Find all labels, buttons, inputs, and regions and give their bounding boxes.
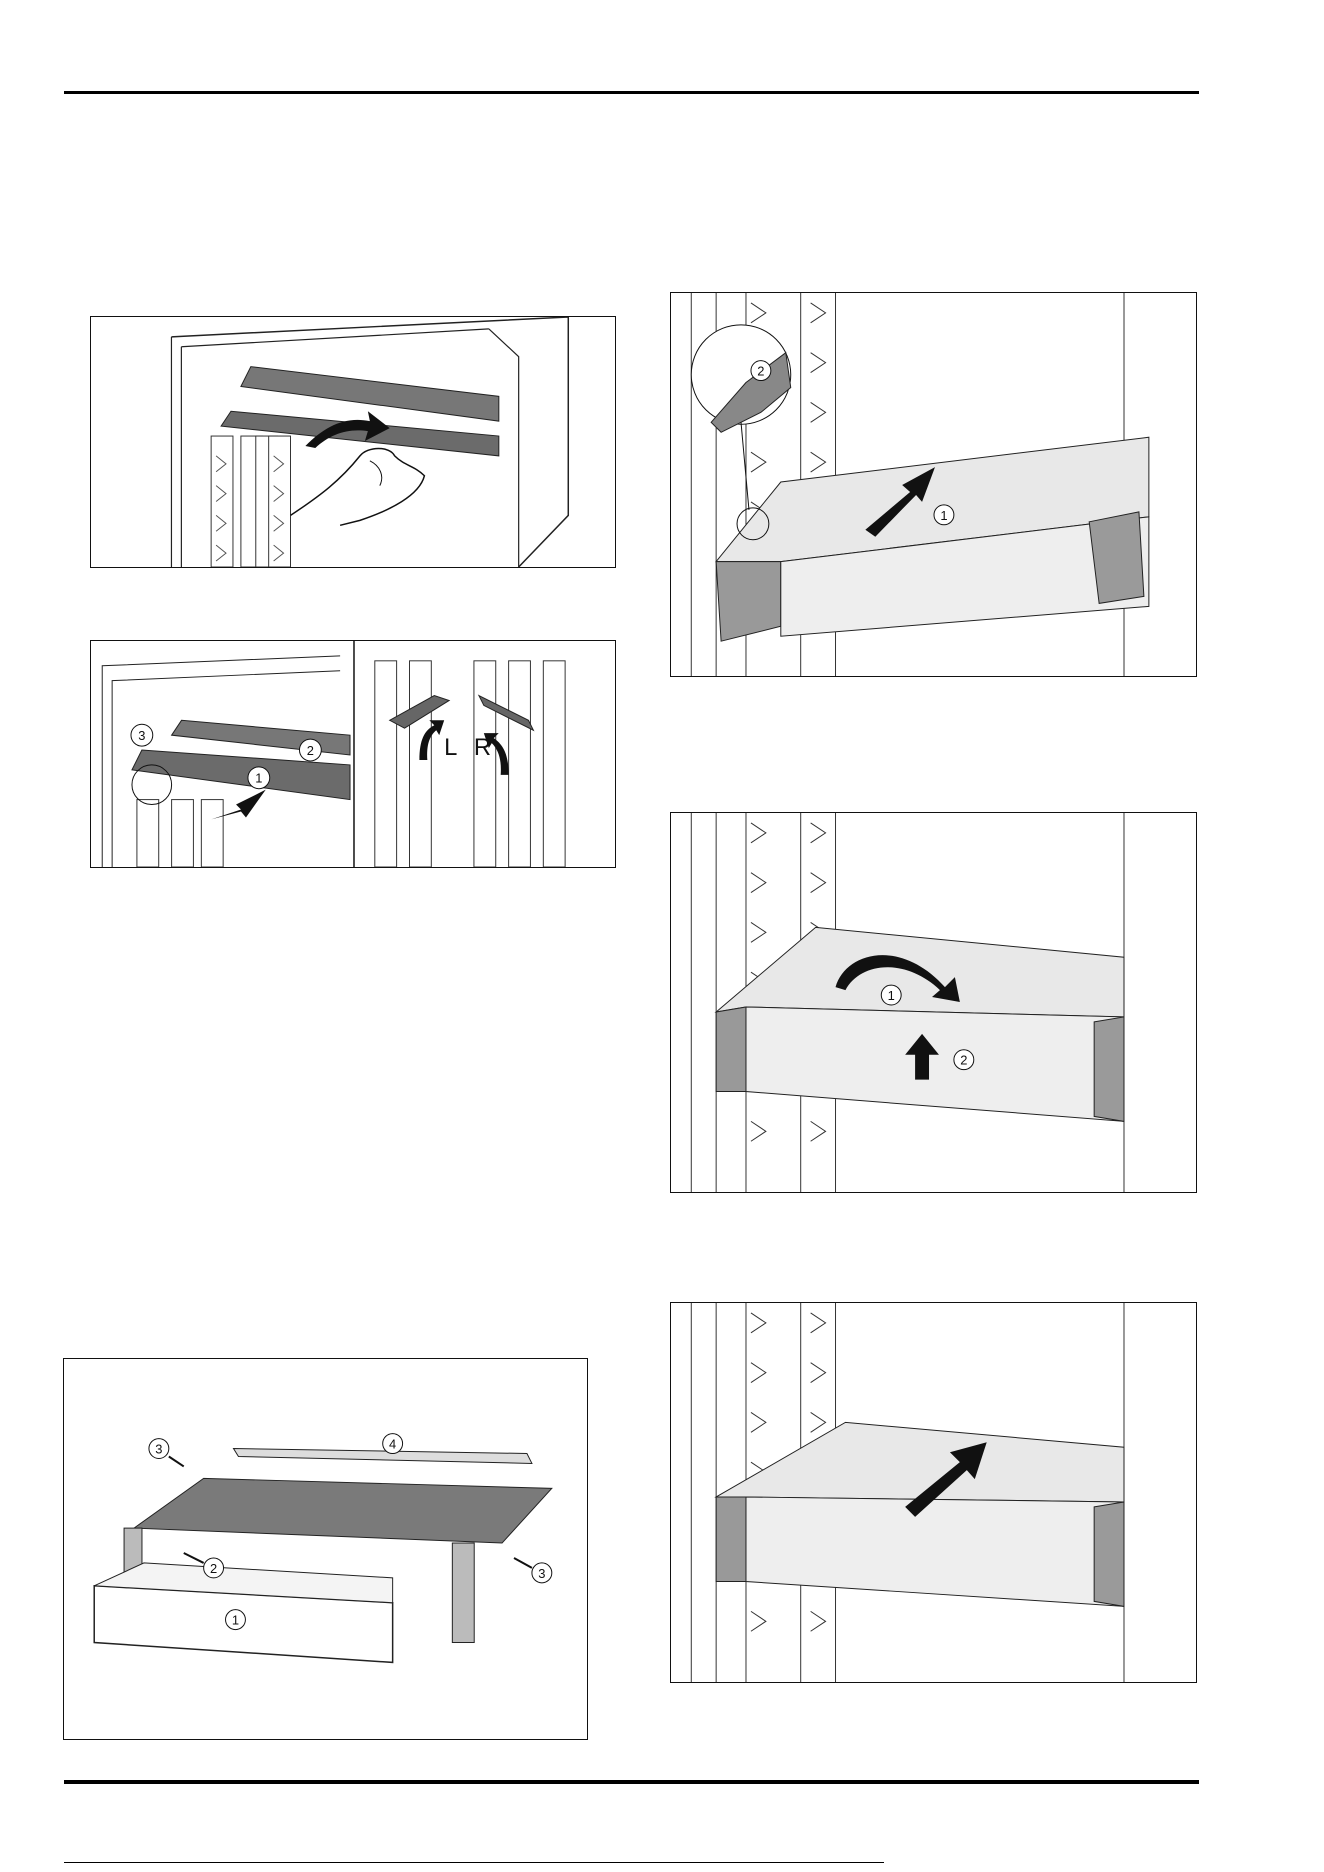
callout-2: 2 xyxy=(307,743,314,758)
callout-1: 1 xyxy=(255,771,262,786)
callout-3-right: 3 xyxy=(538,1566,545,1581)
callout-3-left: 3 xyxy=(155,1442,162,1457)
figure-drawer-parts: 3 4 2 3 1 xyxy=(63,1358,588,1740)
label-left: L xyxy=(444,734,457,761)
figure-box-push xyxy=(670,1302,1197,1683)
callout-2: 2 xyxy=(210,1561,217,1576)
figure-box-rotate: 1 2 xyxy=(670,812,1197,1193)
figure-shelf-remove: 3 2 1 L R xyxy=(90,640,616,868)
callout-4: 4 xyxy=(389,1437,396,1452)
label-right: R xyxy=(474,734,491,761)
top-rule xyxy=(64,91,1199,94)
footer-rule xyxy=(64,1862,884,1863)
hand-push-icon xyxy=(291,448,425,525)
bottom-rule xyxy=(64,1780,1199,1784)
callout-1: 1 xyxy=(232,1613,239,1628)
callout-3: 3 xyxy=(138,728,145,743)
callout-2: 2 xyxy=(960,1053,967,1068)
callout-2: 2 xyxy=(757,364,764,379)
figure-shelf-insert xyxy=(90,316,616,568)
figure-box-lift: 1 2 xyxy=(670,292,1197,677)
callout-1: 1 xyxy=(888,988,895,1003)
callout-1: 1 xyxy=(940,508,947,523)
